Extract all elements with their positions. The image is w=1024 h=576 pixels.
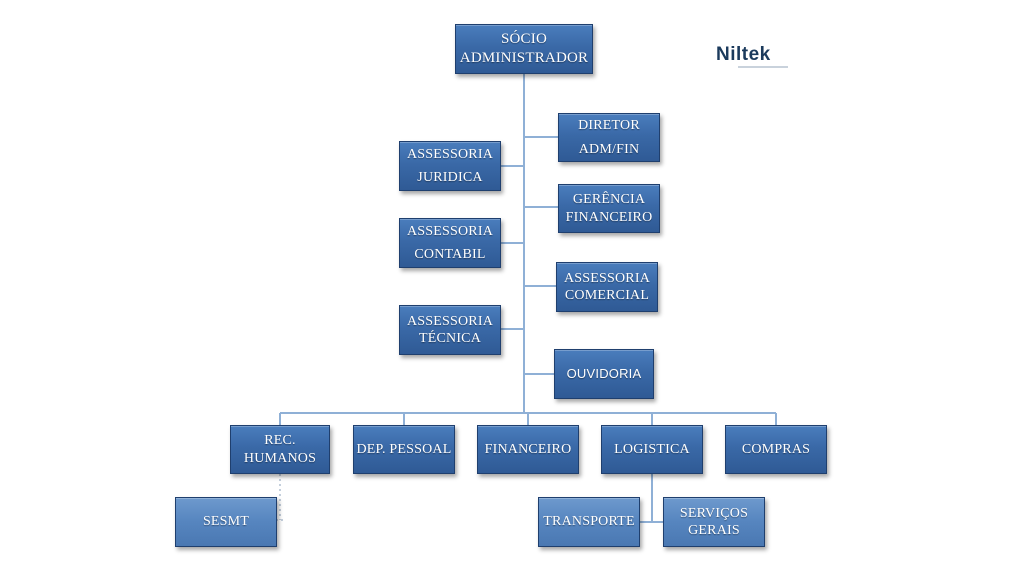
node-transporte: TRANSPORTE xyxy=(538,497,640,547)
node-label: COMERCIAL xyxy=(564,288,650,303)
node-label: ADMINISTRADOR xyxy=(459,50,589,66)
node-label: COMPRAS xyxy=(741,441,811,457)
node-label: SÓCIO xyxy=(500,31,547,48)
node-label: ADM/FIN xyxy=(578,141,640,157)
node-label: LOGISTICA xyxy=(614,441,690,457)
node-label: SESMT xyxy=(202,514,250,530)
node-label: FINANCEIRO xyxy=(484,441,572,457)
node-label: DEP. PESSOAL xyxy=(356,441,452,457)
node-rec-humanos: REC. HUMANOS xyxy=(230,425,330,474)
node-label: FINANCEIRO xyxy=(565,209,653,225)
node-label: TRANSPORTE xyxy=(543,514,635,530)
node-label: GERAIS xyxy=(688,523,740,538)
node-dep-pessoal: DEP. PESSOAL xyxy=(353,425,455,474)
node-financeiro: FINANCEIRO xyxy=(477,425,579,474)
node-diretor-adm-fin: DIRETOR ADM/FIN xyxy=(558,113,660,162)
node-servicos-gerais: SERVIÇOS GERAIS xyxy=(663,497,765,547)
node-sesmt: SESMT xyxy=(175,497,277,547)
node-label: CONTABIL xyxy=(414,247,486,262)
node-assessoria-tecnica: ASSESSORIA TÉCNICA xyxy=(399,305,501,355)
logo-underline xyxy=(738,66,788,68)
node-label: REC. xyxy=(264,433,296,448)
node-assessoria-contabil: ASSESSORIA CONTABIL xyxy=(399,218,501,268)
node-label: ASSESSORIA xyxy=(406,313,494,329)
node-label: GERÊNCIA xyxy=(572,192,646,207)
node-assessoria-comercial: ASSESSORIA COMERCIAL xyxy=(556,262,658,312)
node-label: JURIDICA xyxy=(417,170,483,185)
node-socio-administrador: SÓCIO ADMINISTRADOR xyxy=(455,24,593,74)
node-assessoria-juridica: ASSESSORIA JURIDICA xyxy=(399,141,501,191)
node-gerencia-financeiro: GERÊNCIA FINANCEIRO xyxy=(558,184,660,233)
niltek-logo: Niltek xyxy=(716,44,771,65)
node-label: HUMANOS xyxy=(243,450,317,466)
node-label: ASSESSORIA xyxy=(406,223,494,239)
node-label: ASSESSORIA xyxy=(563,270,651,286)
node-logistica: LOGISTICA xyxy=(601,425,703,474)
node-label: OUVIDORIA xyxy=(566,365,642,381)
node-compras: COMPRAS xyxy=(725,425,827,474)
node-label: TÉCNICA xyxy=(418,331,482,346)
node-label: DIRETOR xyxy=(578,118,640,133)
node-ouvidoria: OUVIDORIA xyxy=(554,349,654,399)
node-label: SERVIÇOS xyxy=(679,505,749,521)
node-label: ASSESSORIA xyxy=(406,146,494,162)
